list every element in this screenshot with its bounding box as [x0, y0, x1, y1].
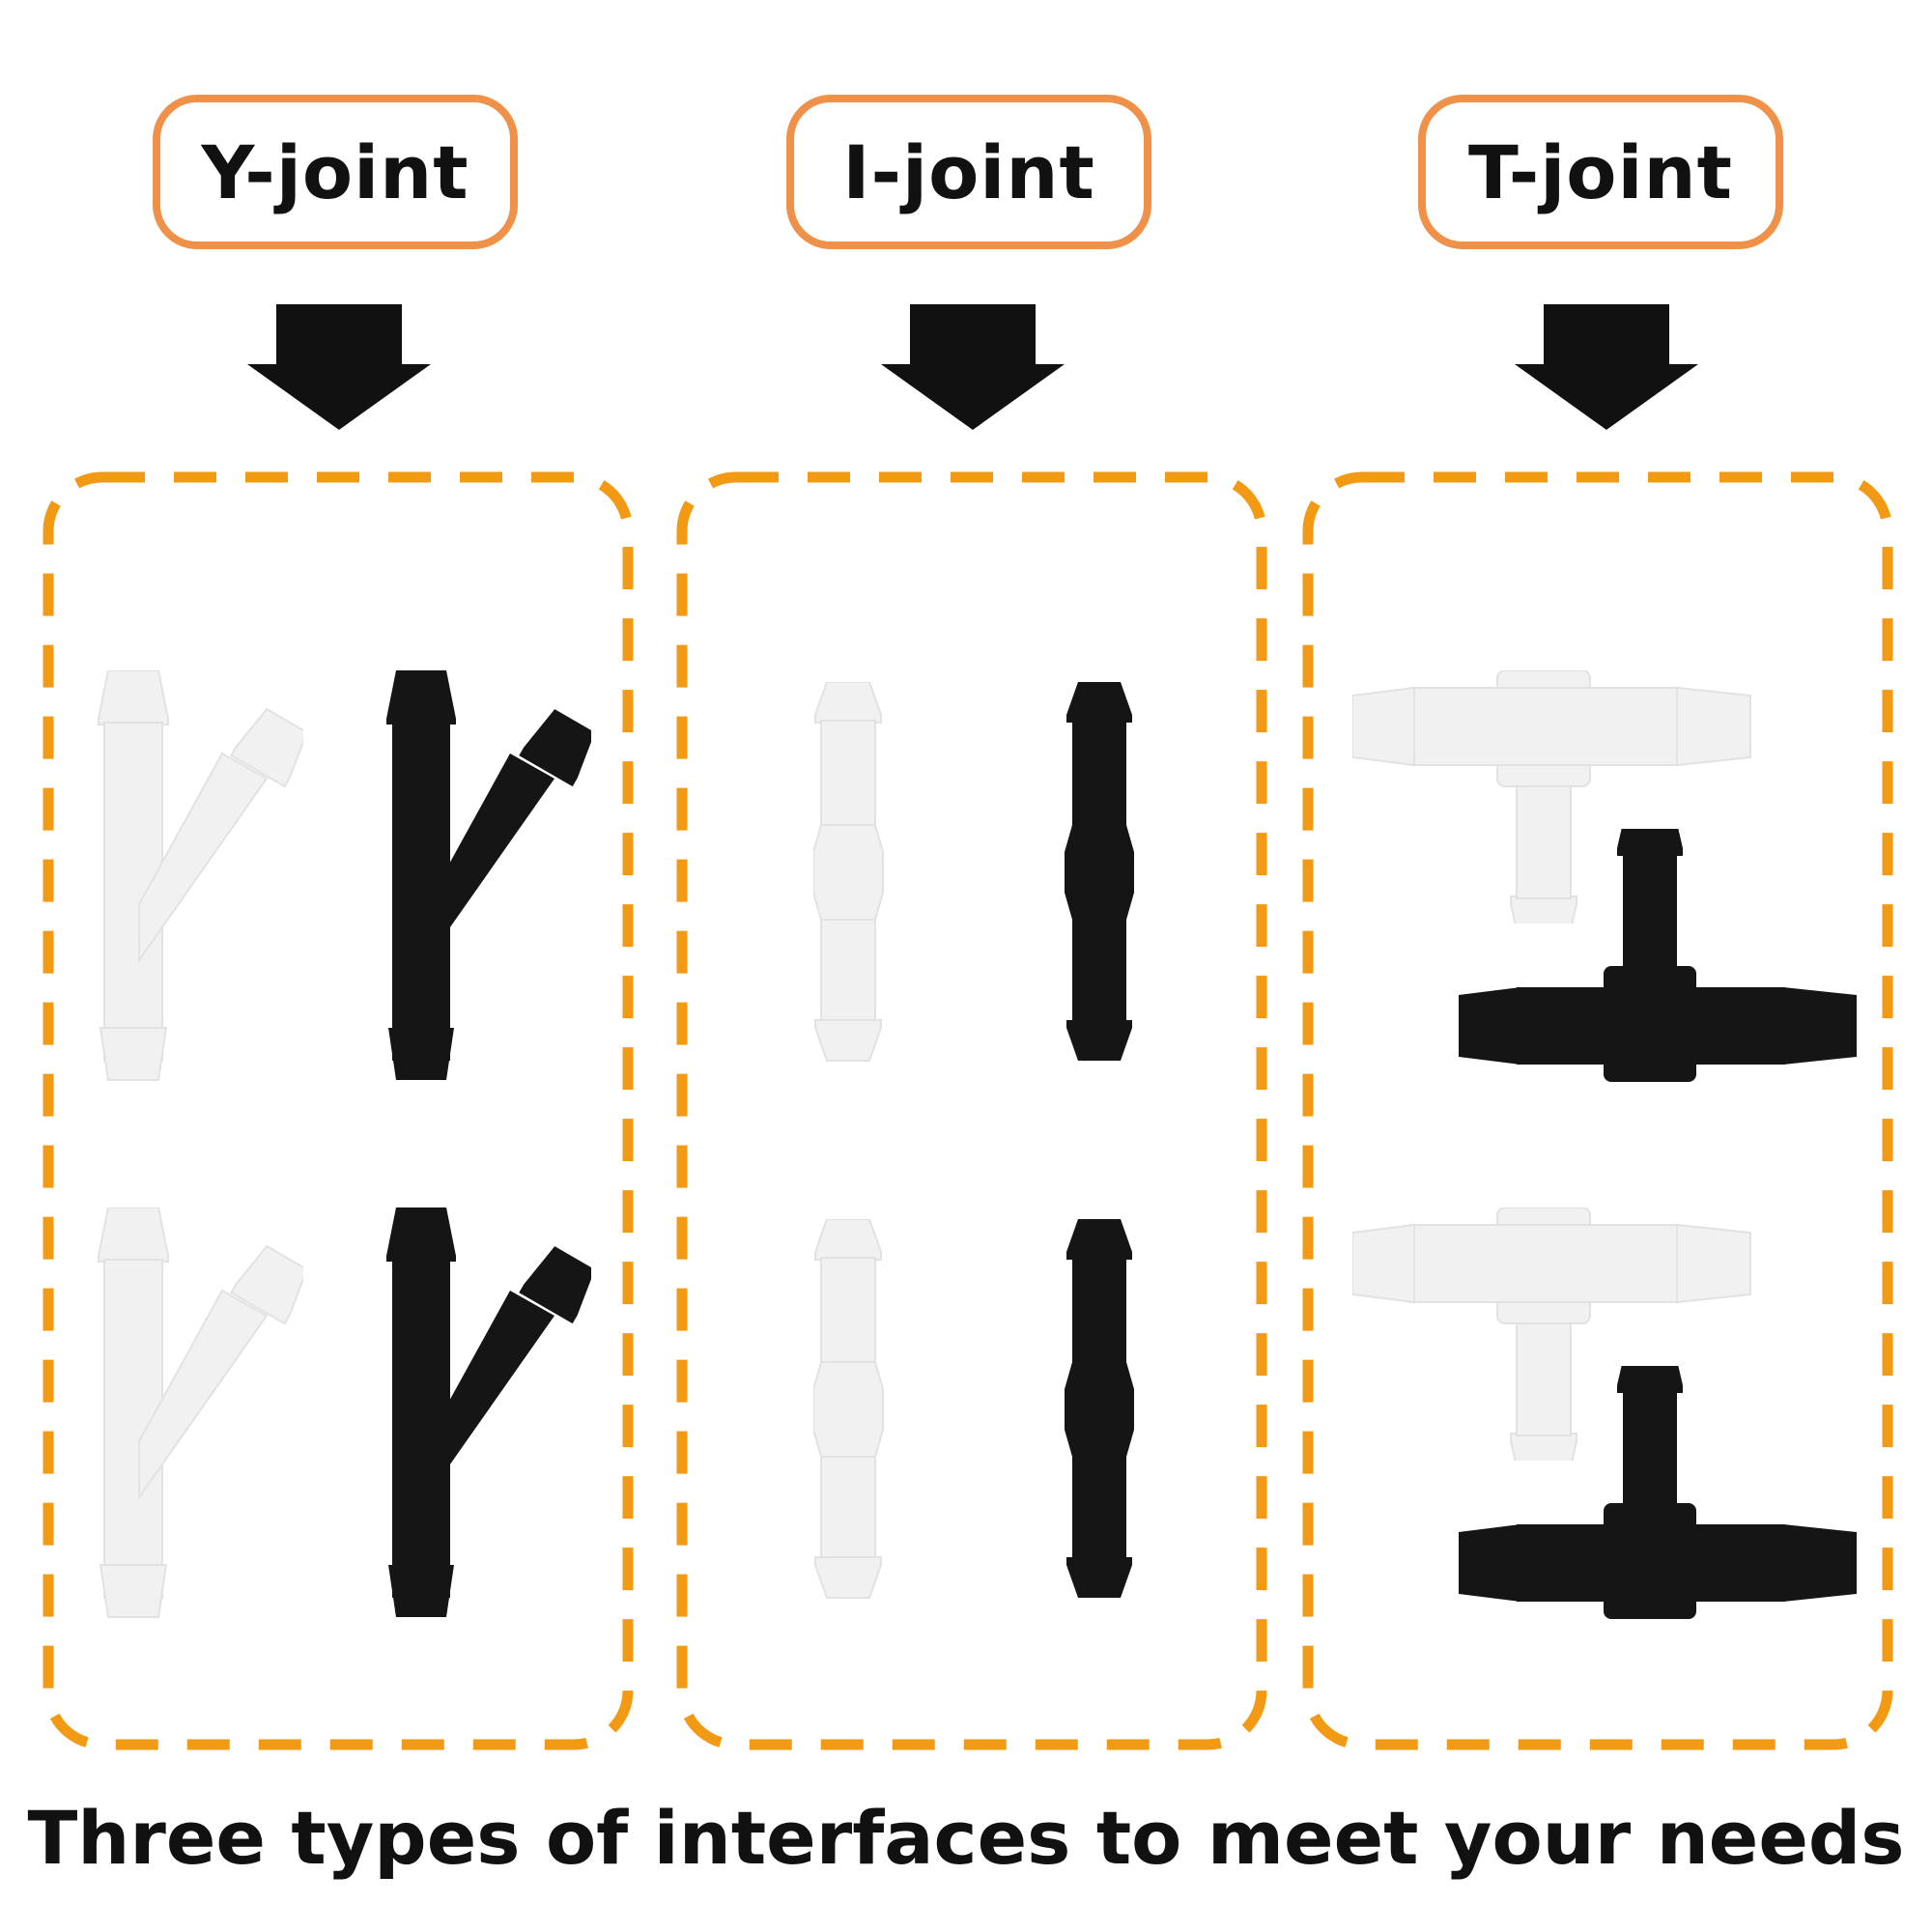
- y-connector-icon: [386, 1208, 591, 1617]
- down-arrow-icon: [881, 304, 1065, 430]
- caption-text: Three types of interfaces to meet your n…: [27, 1795, 1905, 1881]
- down-arrow-icon: [1515, 304, 1698, 430]
- t-connector-icon: [1459, 829, 1857, 1082]
- straight-connector-icon: [813, 682, 884, 1062]
- straight-connector-icon: [813, 1219, 884, 1599]
- y-connector-icon: [98, 670, 303, 1081]
- t-connector-icon: [1459, 1366, 1857, 1619]
- y-joint-label: Y-joint: [153, 95, 518, 249]
- down-arrow-icon: [247, 304, 431, 430]
- t-joint-panel: [1302, 471, 1893, 1750]
- y-connector-icon: [98, 1208, 303, 1618]
- straight-connector-icon: [1065, 682, 1134, 1061]
- y-connector-icon: [386, 670, 591, 1080]
- i-joint-label: I-joint: [786, 95, 1151, 249]
- straight-connector-icon: [1065, 1219, 1134, 1598]
- y-joint-panel: [43, 471, 634, 1750]
- i-joint-panel: [676, 471, 1267, 1750]
- t-joint-label: T-joint: [1418, 95, 1783, 249]
